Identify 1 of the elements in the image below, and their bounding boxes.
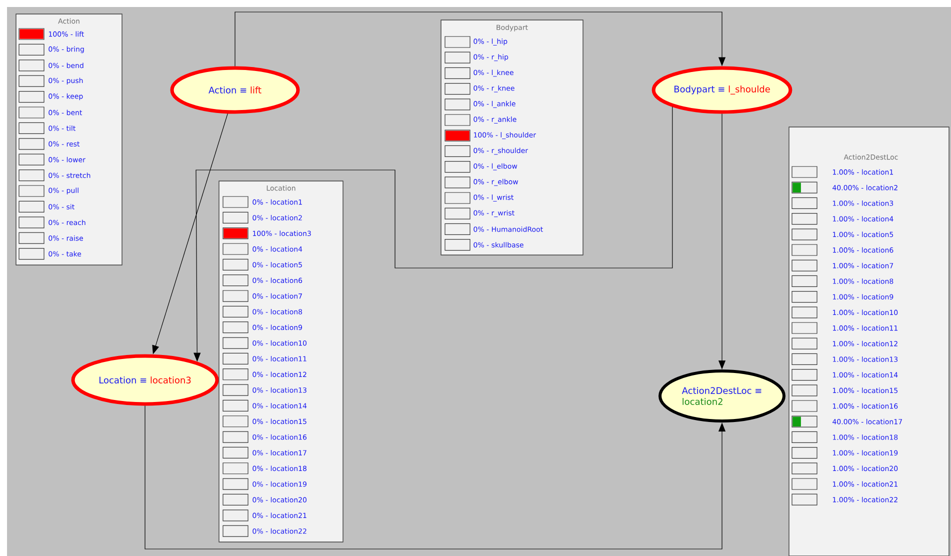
arrow [234, 12, 726, 67]
